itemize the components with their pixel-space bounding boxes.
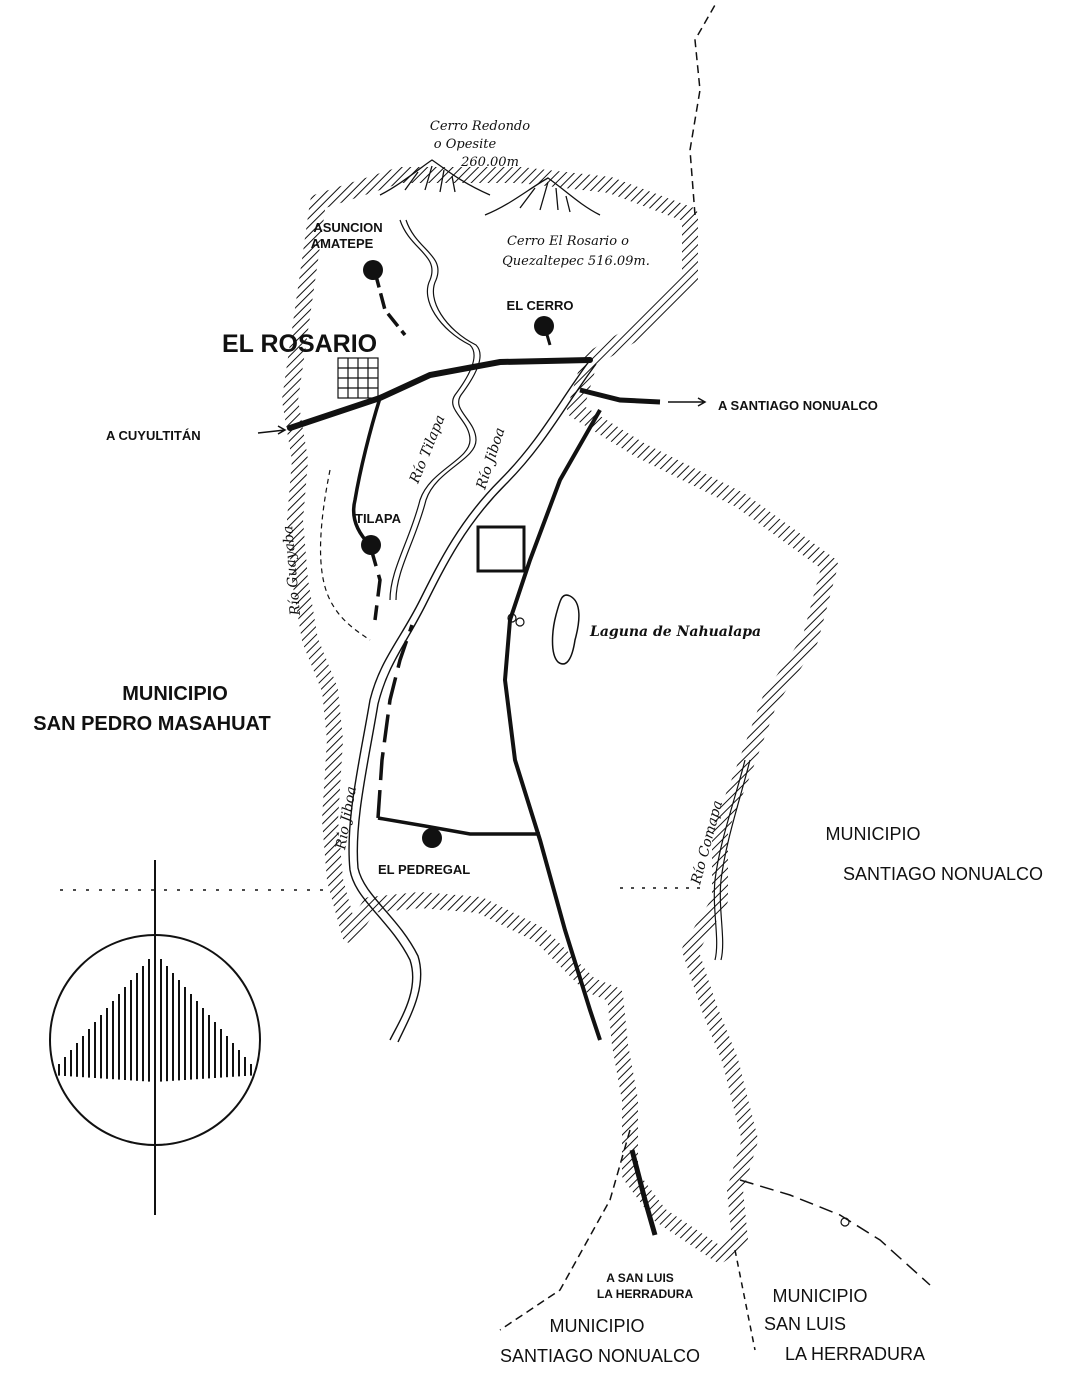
dot-el-pedregal xyxy=(422,828,442,848)
dot-asuncion-amatepe xyxy=(363,260,383,280)
municipal-boundary xyxy=(282,167,838,1263)
place-asuncion-line2: AMATEPE xyxy=(311,236,374,251)
dot-tilapa xyxy=(361,535,381,555)
small-circle-2 xyxy=(515,617,525,627)
municipio-san-luis-line1: MUNICIPIO xyxy=(772,1286,867,1306)
place-tilapa: TILAPA xyxy=(355,511,402,526)
laguna-label: Laguna de Nahualapa xyxy=(589,624,761,640)
road-santiago-nonualco xyxy=(579,387,661,405)
dot-el-cerro xyxy=(534,316,554,336)
road-pedregal xyxy=(377,816,540,836)
arrow-santiago xyxy=(668,397,707,407)
arrow-cuyultitan xyxy=(257,425,287,435)
peak-redondo-line2: o Opesite xyxy=(434,137,497,152)
municipio-santiago-east-line1: MUNICIPIO xyxy=(825,824,920,844)
municipio-san-pedro-line1: MUNICIPIO xyxy=(122,683,228,705)
place-el-rosario: EL ROSARIO xyxy=(222,330,377,358)
place-el-pedregal: EL PEDREGAL xyxy=(378,862,470,877)
compass-rose xyxy=(49,860,261,1215)
el-rosario-town-grid xyxy=(337,357,379,399)
direction-san-luis-line1: A SAN LUIS xyxy=(606,1271,674,1285)
peak-redondo-line3: 260.00m xyxy=(460,155,519,170)
municipio-san-luis-line3: LA HERRADURA xyxy=(785,1344,925,1364)
road-west-pedregal xyxy=(376,624,414,819)
river-label-guayaba: Río Guayaba xyxy=(280,525,304,617)
square-marker xyxy=(476,525,526,573)
road-main-east-west xyxy=(287,357,593,431)
municipio-santiago-south-line1: MUNICIPIO xyxy=(549,1316,644,1336)
river-tilapa xyxy=(389,219,481,601)
road-north-south xyxy=(502,409,602,1041)
place-asuncion-line1: ASUNCION xyxy=(313,220,382,235)
municipio-san-luis-line2: SAN LUIS xyxy=(764,1314,846,1334)
boundary-dashed-north xyxy=(689,4,716,216)
municipio-santiago-south-line2: SANTIAGO NONUALCO xyxy=(500,1346,700,1366)
road-san-luis xyxy=(629,1149,658,1236)
peak-redondo-line1: Cerro Redondo xyxy=(430,119,530,134)
river-comapa xyxy=(713,759,751,961)
direction-santiago-nonualco: A SANTIAGO NONUALCO xyxy=(718,398,878,413)
road-tilapa-south xyxy=(368,544,382,621)
river-label-tilapa: Río Tilapa xyxy=(406,413,448,487)
municipio-santiago-east-line2: SANTIAGO NONUALCO xyxy=(843,864,1043,884)
peak-rosario-line1: Cerro El Rosario o xyxy=(507,234,629,249)
river-jiboa xyxy=(348,359,597,1043)
small-circle-3 xyxy=(840,1217,850,1227)
boundary-dashed-southwest xyxy=(499,1129,631,1331)
boundary-dashed-southeast xyxy=(739,1179,931,1286)
boundary-dashed-south xyxy=(734,1249,756,1351)
direction-san-luis-line2: LA HERRADURA xyxy=(597,1287,694,1301)
river-guayaba xyxy=(319,469,371,641)
place-el-cerro: EL CERRO xyxy=(507,298,574,313)
mountain-cerro-rosario xyxy=(484,177,601,216)
direction-cuyultitan: A CUYULTITÁN xyxy=(106,428,201,443)
peak-rosario-line2: Quezaltepec 516.09m. xyxy=(502,254,650,269)
road-tilapa-loop xyxy=(352,397,382,547)
small-circle-1 xyxy=(507,613,517,623)
road-asuncion xyxy=(373,271,407,337)
river-label-jiboa-north: Río Jiboa xyxy=(473,426,508,493)
municipio-san-pedro-line2: SAN PEDRO MASAHUAT xyxy=(33,713,270,735)
mountain-cerro-redondo xyxy=(379,159,491,196)
laguna-nahualapa xyxy=(551,594,580,665)
